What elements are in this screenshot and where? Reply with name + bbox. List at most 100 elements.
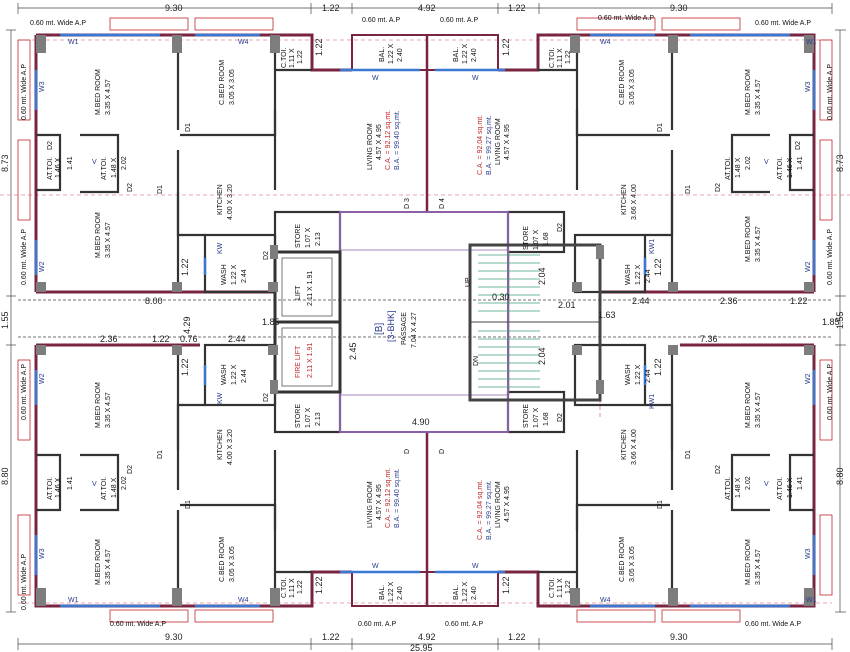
room-mbed-br2: M.BED ROOM [745,539,752,585]
dim-stair-204-b: 2.04 [537,347,547,365]
room-cbed-tr-size: 3.05 X 3.05 [629,69,636,105]
room-attoi-tr-a: AT.TOI. [725,157,732,180]
dim-mid-122-right: 1.22 [790,296,808,306]
room-living-tr-size: 4.57 X 4.95 [504,124,511,160]
room-living-br-size: 4.57 X 4.95 [504,486,511,522]
ap-tr-top-2: 0.60 mt. Wide A.P [598,15,654,22]
dim-top-930-right: 9.30 [670,3,688,13]
room-mbed-tl-size: 3.35 X 4.57 [105,79,112,115]
tag-w2-tr: W2 [805,261,812,272]
dim-bot-930-left: 9.30 [165,632,183,642]
tag-w-br: W [472,563,479,570]
tag-d-bl: D [404,449,411,454]
dim-wd-122-e: 1.22 [180,258,190,276]
tag-w3-bl: W3 [39,548,46,559]
room-wash-tr-s2: 2.44 [645,269,652,283]
room-attoi-bl-a2: 1.41 [67,476,74,490]
dim-mid-800: 8.00 [145,296,163,306]
room-passage: PASSAGE [401,312,408,345]
tag-w2-tl: W2 [39,261,46,272]
tag-d2-tl-b: D2 [47,141,54,150]
room-wash-br-s2: 2.44 [645,369,652,383]
ap-tm-left: 0.60 mt. A.P [362,17,400,24]
ap-labels: 0.60 mt. Wide A.P 0.60 mt. Wide A.P 0.60… [21,15,834,628]
room-attoi-tr-b1: 1.46 X [787,157,794,178]
tag-w4-br: W4 [600,597,611,604]
room-mbed-br-size: 3.35 X 4.57 [755,392,762,428]
tag-w4-tr: W4 [600,39,611,46]
room-bal-tr-s2: 2.40 [471,48,478,62]
room-bal-bl-s1: 1.22 X [388,581,395,602]
room-mbed-tl2: M.BED ROOM [95,212,102,258]
tag-w3-tr: W3 [805,81,812,92]
room-store-tr-s1: 1.07 X [533,229,540,250]
stair-treads [478,250,540,395]
room-mbed-tr2: M.BED ROOM [745,216,752,262]
room-cbed-tl-size: 3.05 X 3.05 [229,69,236,105]
room-store-tl-s2: 2.13 [315,232,322,246]
room-living-tl-size: 4.57 X 4.95 [376,124,383,160]
room-attoi-bl-a: AT.TOI. [47,477,54,500]
dim-bot-492: 4.92 [418,632,436,642]
room-ctoi-tr-s1: 1.11 X [557,48,564,68]
tag-w1-bl: W1 [68,597,79,604]
ap-tr-side: 0.60 mt. Wide A.P [827,64,834,120]
ap-tl-side-2: 0.60 mt. Wide A.P [21,229,28,285]
tag-w3-tl: W3 [39,81,46,92]
ap-tr-top: 0.60 mt. Wide A.P [755,20,811,27]
room-mbed-tl2-size: 3.35 X 4.57 [105,222,112,258]
room-lift: LIFT [295,285,302,300]
room-kitchen-tr: KITCHEN [621,184,628,215]
dim-stair-201: 2.01 [558,300,576,310]
room-store-bl-s2: 2.13 [315,412,322,426]
room-ctoi-br: C.TOI. [549,577,556,598]
ap-tr-side-2: 0.60 mt. Wide A.P [827,229,834,285]
flat-bottom-right: M.BED ROOM 3.35 X 4.57 M.BED ROOM 3.35 X… [453,364,804,602]
room-bal-bl-s2: 2.40 [397,586,404,600]
tag-d2-br-c: D2 [557,413,564,422]
room-bal-bl: BAL. [379,585,386,600]
inner-walls [36,40,814,600]
room-store-bl: STORE [295,404,302,428]
room-attoi-bl-b2: 2.02 [121,476,128,490]
flat-bottom-left: M.BED ROOM 3.35 X 4.57 M.BED ROOM 3.35 X… [47,364,404,602]
room-wash-tl: WASH [221,264,228,285]
room-bal-tl: BAL. [379,47,386,62]
dim-right-155: 1.55 [835,311,845,329]
room-ctoi-tr-s2: 1.22 [565,50,572,64]
ap-br-side: 0.60 mt. Wide A.P [827,364,834,420]
ap-bl-side-2: 0.60 mt. Wide A.P [21,554,28,610]
label-bhk-b: [3-BHK] [386,310,396,342]
room-attoi-tr-a2: 2.02 [745,156,752,170]
room-attoi-tl-b: AT.TOI. [101,157,108,180]
ap-tm-right: 0.60 mt. A.P [440,17,478,24]
room-mbed-br: M.BED ROOM [745,382,752,428]
room-attoi-br-a: AT.TOI. [725,477,732,500]
tag-d1-tl-a: D1 [185,123,192,132]
room-bal-br-s1: 1.22 X [462,581,469,602]
dim-wd-122-b: 1.22 [501,38,511,56]
room-attoi-tl-a1: 1.46 X [55,157,62,178]
tag-kw1-br: KW1 [649,394,656,409]
room-mbed-tr-size: 3.35 X 4.57 [755,79,762,115]
room-bal-br-s2: 2.40 [471,586,478,600]
tag-w-tl: W [372,75,379,82]
reference-lines [0,39,850,604]
room-wash-tr: WASH [625,264,632,285]
room-store-bl-s1: 1.07 X [305,407,312,428]
flat-top-right: M.BED ROOM 3.35 X 4.57 M.BED ROOM 3.35 X… [453,43,804,285]
tag-kw1-tr: KW1 [649,239,656,254]
room-attoi-bl-b: AT.TOI. [101,477,108,500]
dim-lift-245: 2.45 [348,342,358,360]
room-ctoi-br-s1: 1.11 X [557,578,564,598]
room-kitchen-br-size: 3.66 X 4.00 [631,429,638,465]
area-ca-bl: C.A. = 92.12 sq.mt. [385,468,392,528]
tag-w4-tl: W4 [238,39,249,46]
tag-d2-bl-c: D2 [263,393,270,402]
dim-left-873: 8.73 [0,154,10,172]
dimension-lines [6,3,846,650]
dim-mid-244-left: 2.44 [228,334,246,344]
room-bal-tl-s1: 1.22 X [388,43,395,64]
room-living-br: LIVING ROOM [495,481,502,528]
tag-w1-tl: W1 [68,39,79,46]
